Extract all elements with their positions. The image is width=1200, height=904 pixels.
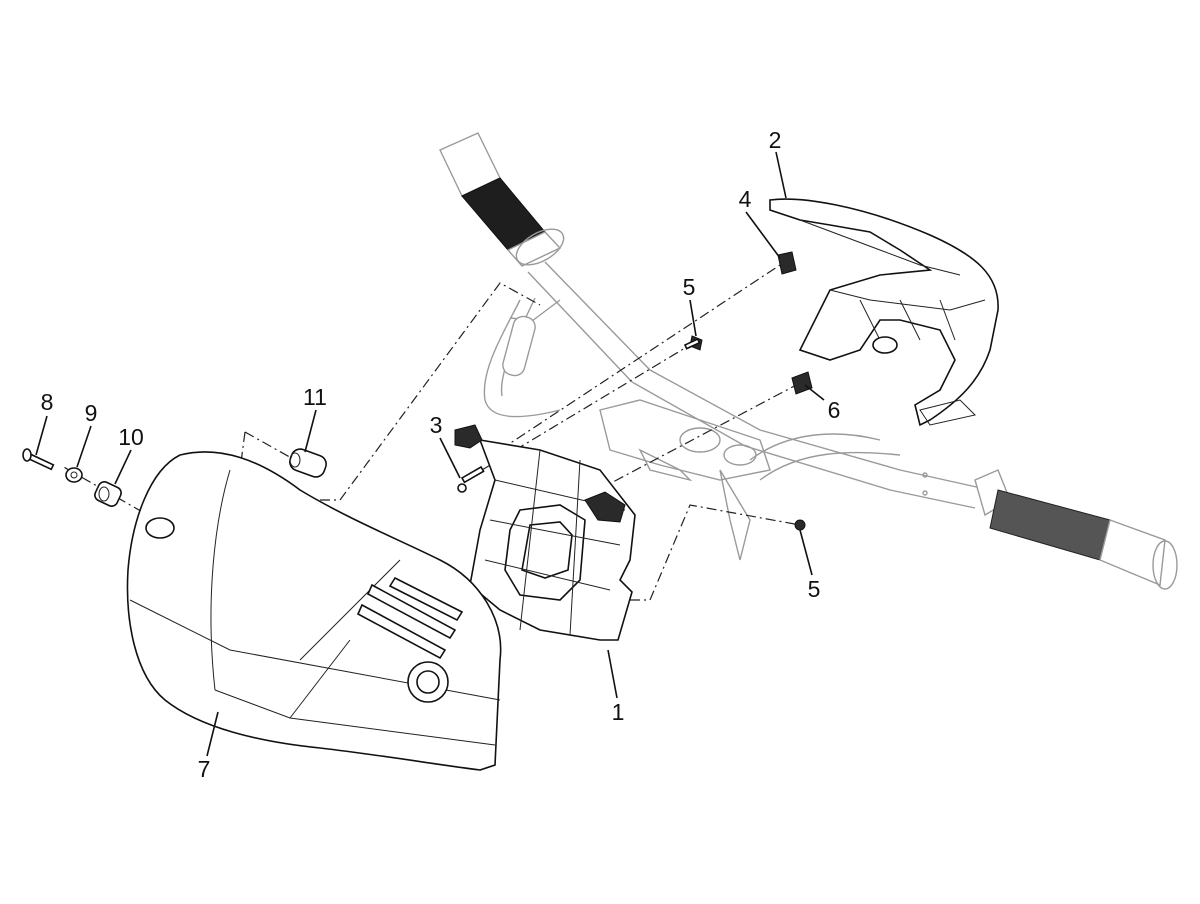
- callout-5-upper: 5: [683, 274, 696, 300]
- screw-part-8: [22, 448, 55, 471]
- callout-2: 2: [769, 127, 782, 153]
- callout-8: 8: [41, 389, 54, 415]
- screw-part-3: [457, 465, 485, 493]
- callout-labels: 8 9 10 11 3 4 2 5 6 5 1 7: [41, 127, 841, 782]
- screw-part-5-lower: [794, 519, 806, 531]
- front-panel-part-1: [454, 424, 636, 641]
- side-cover-part-7: [126, 451, 502, 771]
- callout-7: 7: [198, 756, 211, 782]
- washer-part-9: [65, 467, 83, 483]
- callout-10: 10: [118, 424, 144, 450]
- callout-9: 9: [85, 400, 98, 426]
- callout-11: 11: [303, 384, 327, 410]
- grommet-part-10: [94, 481, 122, 507]
- screw-part-5-upper: [683, 335, 703, 351]
- upper-cover-part-2: [769, 198, 999, 427]
- leader-lines: [35, 151, 825, 757]
- callout-1: 1: [612, 699, 625, 725]
- nut-part-4: [777, 251, 797, 275]
- right-grip: [974, 469, 1178, 590]
- callout-6: 6: [828, 397, 841, 423]
- clip-part-6: [791, 371, 813, 395]
- callout-4: 4: [739, 186, 752, 212]
- handlebar-assembly: [439, 132, 1178, 590]
- callout-5-lower: 5: [808, 576, 821, 602]
- left-grip: [439, 132, 565, 267]
- small-parts: [22, 251, 813, 531]
- clip-part-11: [289, 448, 327, 478]
- callout-3: 3: [430, 412, 443, 438]
